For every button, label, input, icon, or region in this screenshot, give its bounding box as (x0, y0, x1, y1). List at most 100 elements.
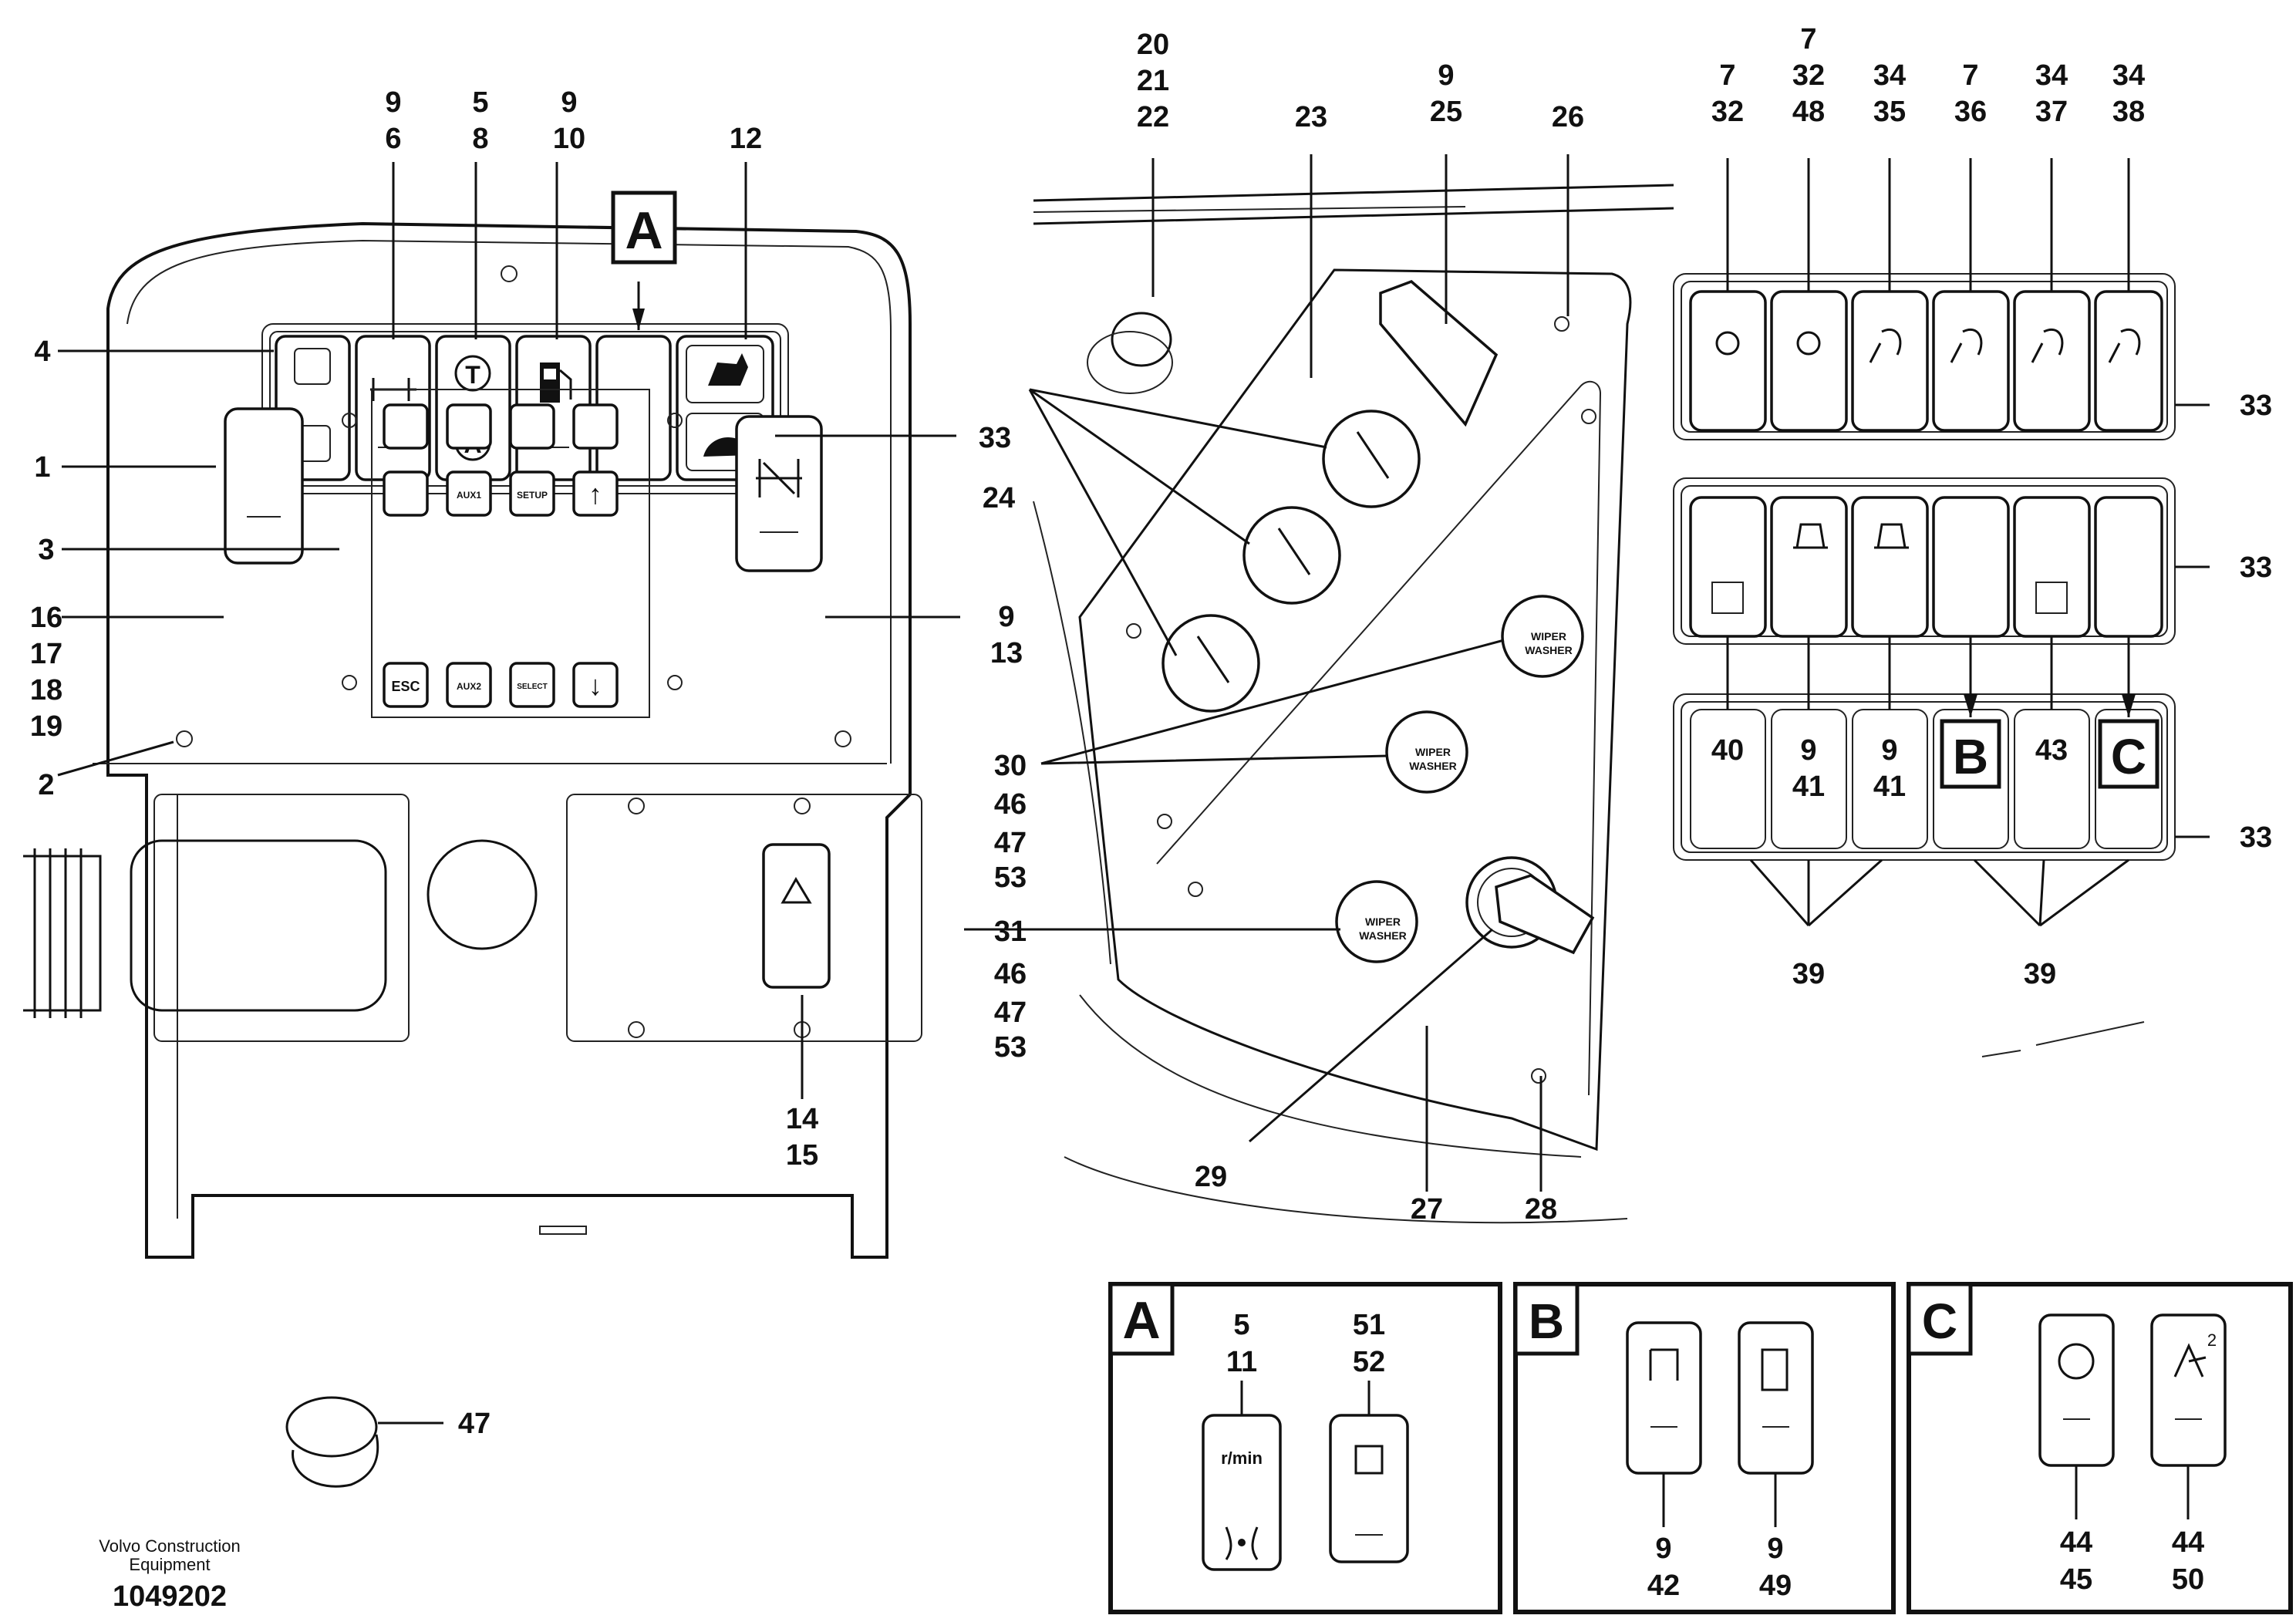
svg-text:C: C (2111, 729, 2146, 784)
switch-mirror-heat[interactable] (1738, 1321, 1814, 1475)
callout-22: 22 (1137, 101, 1169, 133)
keypad-key-up[interactable] (572, 470, 619, 517)
switch-16-19[interactable] (224, 407, 304, 565)
headlight-icon (1869, 328, 1902, 363)
callout-32: 32 (1792, 59, 1825, 92)
wiper-washer-switch-3[interactable] (1335, 880, 1418, 963)
callout-32: 32 (1711, 96, 1744, 128)
svg-text:↓: ↓ (588, 669, 602, 701)
switch-43[interactable] (2013, 496, 2091, 638)
callout-14: 14 (786, 1103, 818, 1135)
callout-6: 6 (385, 123, 401, 155)
callout-21: 21 (1137, 65, 1169, 97)
callout-46: 46 (994, 788, 1027, 821)
company-line-1: Volvo Construction (99, 1536, 240, 1556)
switch-engine-speed[interactable] (1329, 1414, 1409, 1563)
center-console: WIPER WASHER WIPER WASHER WIPER WASHER (1033, 184, 1674, 1224)
callout-33: 33 (979, 422, 1011, 454)
switch-work-light-2[interactable] (1770, 290, 1848, 432)
keypad-key-box[interactable] (509, 403, 555, 450)
callout-11: 11 (1226, 1346, 1257, 1378)
switch-beacon-1[interactable] (1770, 496, 1848, 638)
switch-hazard[interactable] (762, 843, 831, 989)
switch-b[interactable] (1932, 496, 2010, 638)
callout-9: 9 (1881, 734, 1897, 767)
switch-rear-defrost[interactable] (1626, 1321, 1702, 1475)
callout-9: 9 (1655, 1533, 1671, 1565)
joystick-knob[interactable] (1111, 312, 1172, 367)
switch-work-light-4[interactable] (1932, 290, 2010, 432)
switch-c[interactable] (2094, 496, 2163, 638)
callout-44: 44 (2172, 1526, 2204, 1559)
left-lower-housing (23, 794, 922, 1042)
callout-52: 52 (1353, 1346, 1385, 1378)
callout-42: 42 (1647, 1570, 1680, 1602)
switch-steering-1[interactable] (2038, 1313, 2115, 1467)
lamp-icon (1796, 331, 1821, 356)
callout-53: 53 (994, 862, 1027, 894)
svg-text:↑: ↑ (588, 478, 602, 510)
detail-box-b: B 9 42 9 49 (1513, 1282, 1896, 1614)
callout-5: 5 (472, 86, 488, 119)
callout-37: 37 (2035, 96, 2068, 128)
svg-text:WIPER: WIPER (1415, 746, 1451, 758)
callout-34: 34 (1873, 59, 1906, 92)
keypad-key-aux2[interactable] (446, 662, 492, 708)
switch-rocker-25[interactable] (1379, 279, 1499, 427)
callout-28: 28 (1525, 1193, 1557, 1226)
lamp-icon (1715, 331, 1740, 356)
keypad-key-hourglass[interactable] (572, 403, 619, 450)
callout-47: 47 (458, 1408, 491, 1440)
keypad-key-select[interactable] (509, 662, 555, 708)
wiper-washer-switch-1[interactable] (1501, 595, 1584, 678)
wiper-washer-switch-2[interactable] (1385, 710, 1468, 794)
keypad-key-aux1[interactable] (446, 470, 492, 517)
plug-47 (285, 1396, 379, 1488)
company-line-2: Equipment (129, 1555, 210, 1574)
switch-work-light-6[interactable] (2094, 290, 2163, 432)
callout-25: 25 (1430, 96, 1462, 128)
callout-15: 15 (786, 1139, 818, 1172)
rotary-knob-2[interactable] (1242, 506, 1341, 605)
callout-23: 23 (1295, 101, 1327, 133)
rotary-knob-1[interactable] (1322, 410, 1421, 508)
keypad-key-setup[interactable] (509, 470, 555, 517)
switch-beacon-2[interactable] (1851, 496, 1929, 638)
keypad-key-engine[interactable] (383, 403, 429, 450)
callout-27: 27 (1411, 1193, 1443, 1226)
key-icon (1495, 874, 1595, 955)
rabbit-icon (708, 353, 748, 386)
keypad-key-down[interactable] (572, 662, 619, 708)
callout-48: 48 (1792, 96, 1825, 128)
keypad-key-gear[interactable] (446, 403, 492, 450)
callout-8: 8 (472, 123, 488, 155)
beacon-icon (1793, 523, 1828, 549)
callout-39: 39 (2024, 958, 2056, 990)
switch-rpm[interactable] (1202, 1414, 1282, 1571)
callout-2: 2 (38, 769, 54, 801)
drawing-number: 1049202 (113, 1580, 227, 1613)
callout-9: 9 (1767, 1533, 1783, 1565)
headlight-icon (1950, 328, 1983, 363)
callout-9: 9 (998, 601, 1014, 633)
svg-text:r/min: r/min (1221, 1448, 1263, 1468)
switch-work-light-5[interactable] (2013, 290, 2091, 432)
beacon-icon (1874, 523, 1909, 549)
rotary-knob-3[interactable] (1161, 614, 1260, 713)
callout-51: 51 (1353, 1309, 1385, 1341)
switch-work-light-1[interactable] (1689, 290, 1767, 432)
callout-9: 9 (1800, 734, 1816, 767)
switch-40[interactable] (1689, 496, 1767, 638)
switch-work-light-3[interactable] (1851, 290, 1929, 432)
svg-text:T: T (465, 361, 480, 389)
callout-44: 44 (2060, 1526, 2092, 1559)
keypad-key-battery[interactable] (383, 470, 429, 517)
steering-mode-icon (2173, 1343, 2207, 1378)
callout-29: 29 (1195, 1161, 1227, 1193)
svg-text:AUX1: AUX1 (457, 490, 481, 501)
callout-18: 18 (30, 674, 62, 706)
keypad-key-esc[interactable] (383, 662, 429, 708)
callout-49: 49 (1759, 1570, 1792, 1602)
switch-parking-brake[interactable] (735, 415, 823, 572)
